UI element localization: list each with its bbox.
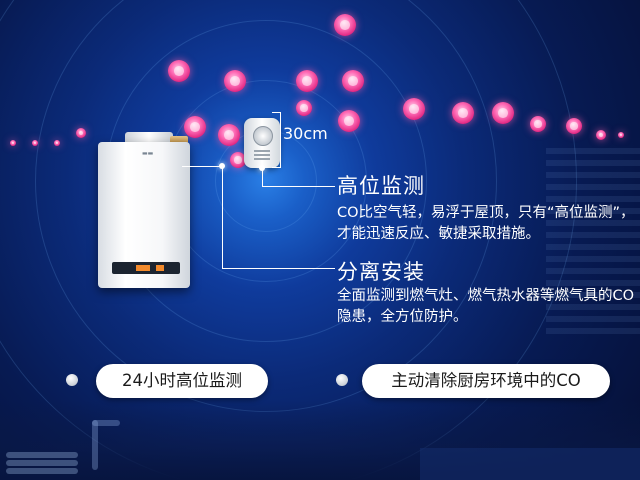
co-molecule-icon — [566, 118, 582, 134]
window-blind — [546, 148, 640, 338]
co-molecule-icon — [296, 70, 318, 92]
co-molecule-icon — [530, 116, 546, 132]
co-molecule-icon — [32, 140, 38, 146]
co-sensor-icon — [244, 118, 280, 168]
co-molecule-icon — [338, 110, 360, 132]
co-molecule-icon — [492, 102, 514, 124]
heater-display — [112, 262, 180, 274]
distance-bracket — [272, 112, 281, 168]
connector-line — [222, 166, 335, 269]
feature-title: 分离安装 — [337, 260, 425, 284]
feature-description: CO比空气轻，易浮于屋顶，只有“高位监测”，才能迅速反应、敏捷采取措施。 — [337, 205, 635, 242]
co-molecule-icon — [168, 60, 190, 82]
gas-pipe — [170, 136, 188, 144]
co-molecule-icon — [618, 132, 624, 138]
co-molecule-icon — [218, 124, 240, 146]
co-molecule-icon — [224, 70, 246, 92]
co-molecule-icon — [10, 140, 16, 146]
faucet-spout — [92, 420, 120, 426]
connector-dot — [219, 163, 225, 169]
bullet-dot — [66, 374, 78, 386]
connector-line — [262, 168, 335, 187]
kitchen-cabinet — [420, 448, 640, 480]
feature-badge: 24小时高位监测 — [96, 364, 268, 398]
connector-line — [182, 166, 222, 167]
feature-title: 高位监测 — [337, 174, 425, 198]
co-molecule-icon — [54, 140, 60, 146]
plate-stack — [6, 460, 78, 466]
feature-badge: 主动清除厨房环境中的CO — [362, 364, 610, 398]
faucet-icon — [92, 420, 98, 470]
heater-logo: ▬▬ — [142, 150, 154, 157]
plate-stack — [6, 468, 78, 474]
co-molecule-icon — [184, 116, 206, 138]
co-molecule-icon — [596, 130, 606, 140]
co-molecule-icon — [403, 98, 425, 120]
co-molecule-icon — [296, 100, 312, 116]
bullet-dot — [336, 374, 348, 386]
co-molecule-icon — [334, 14, 356, 36]
connector-dot — [259, 165, 265, 171]
feature-description: 全面监测到燃气灶、燃气热水器等燃气具的CO隐患，全方位防护。 — [337, 288, 635, 325]
co-molecule-icon — [452, 102, 474, 124]
co-molecule-icon — [342, 70, 364, 92]
plate-stack — [6, 452, 78, 458]
co-molecule-icon — [230, 152, 246, 168]
distance-label: 30cm — [283, 124, 328, 143]
co-molecule-icon — [76, 128, 86, 138]
